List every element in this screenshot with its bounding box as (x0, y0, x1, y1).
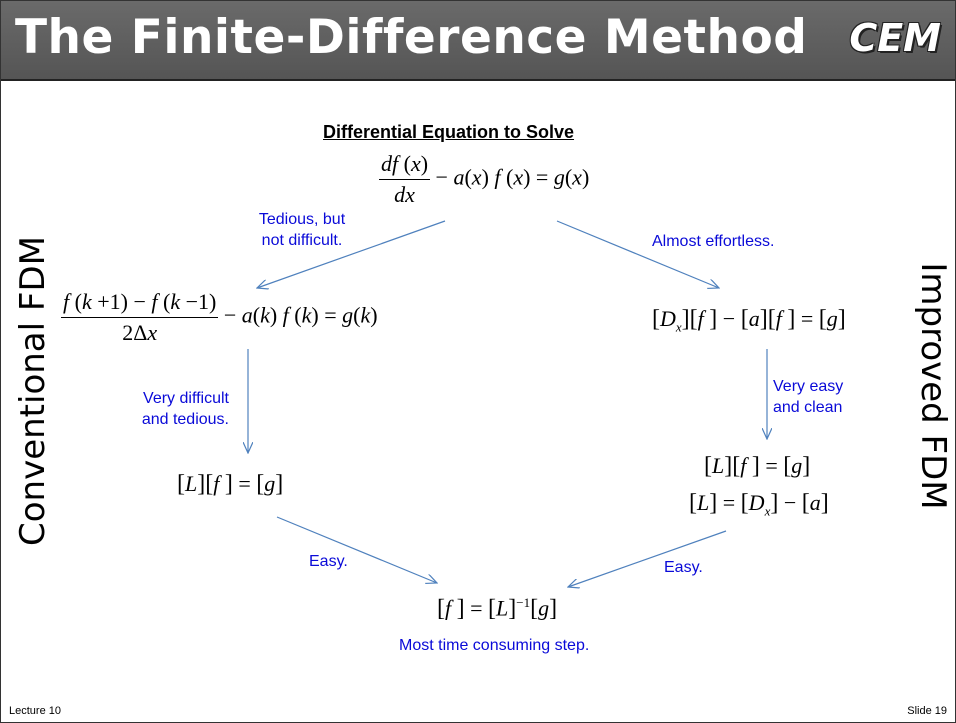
arrow-top-right (556, 220, 719, 288)
note-almost-effortless: Almost effortless. (652, 233, 775, 250)
title-bar: The Finite-Difference Method CEM (1, 1, 955, 81)
right-matrix-equation: [L][f ] = [g] (704, 453, 811, 479)
note-easy-left: Easy. (309, 553, 348, 570)
differential-equation-heading: Differential Equation to Solve (323, 122, 575, 142)
note-most-time-consuming: Most time consuming step. (399, 637, 590, 654)
arrow-bottom-right (568, 530, 727, 587)
conventional-fdm-label: Conventional FDM (13, 236, 53, 546)
note-tedious: Tedious, but not difficult. (258, 211, 346, 249)
differential-equation: df (x)dx − a(x) f (x) = g(x) (379, 151, 590, 207)
footer-slide-number: Slide 19 (907, 705, 947, 717)
note-easy-right: Easy. (664, 559, 703, 576)
arrow-bottom-left (276, 516, 437, 583)
slide-title: The Finite-Difference Method (15, 10, 808, 65)
finite-difference-equation: f (k +1) − f (k −1)2Δx − a(k) f (k) = g(… (61, 289, 378, 345)
note-very-difficult: Very difficult and tedious. (141, 390, 229, 428)
arrow-top-left (257, 220, 446, 288)
matrix-derivative-equation: [Dx][f ] − [a][f ] = [g] (652, 306, 846, 335)
footer-lecture: Lecture 10 (9, 705, 61, 717)
improved-fdm-label: Improved FDM (913, 262, 953, 510)
note-very-easy: Very easy and clean (773, 378, 844, 416)
cem-logo: CEM (849, 16, 941, 60)
solution-equation: [f ] = [L]−1[g] (437, 595, 558, 622)
left-matrix-equation: [L][f ] = [g] (177, 471, 284, 497)
operator-definition: [L] = [Dx] − [a] (689, 490, 829, 519)
